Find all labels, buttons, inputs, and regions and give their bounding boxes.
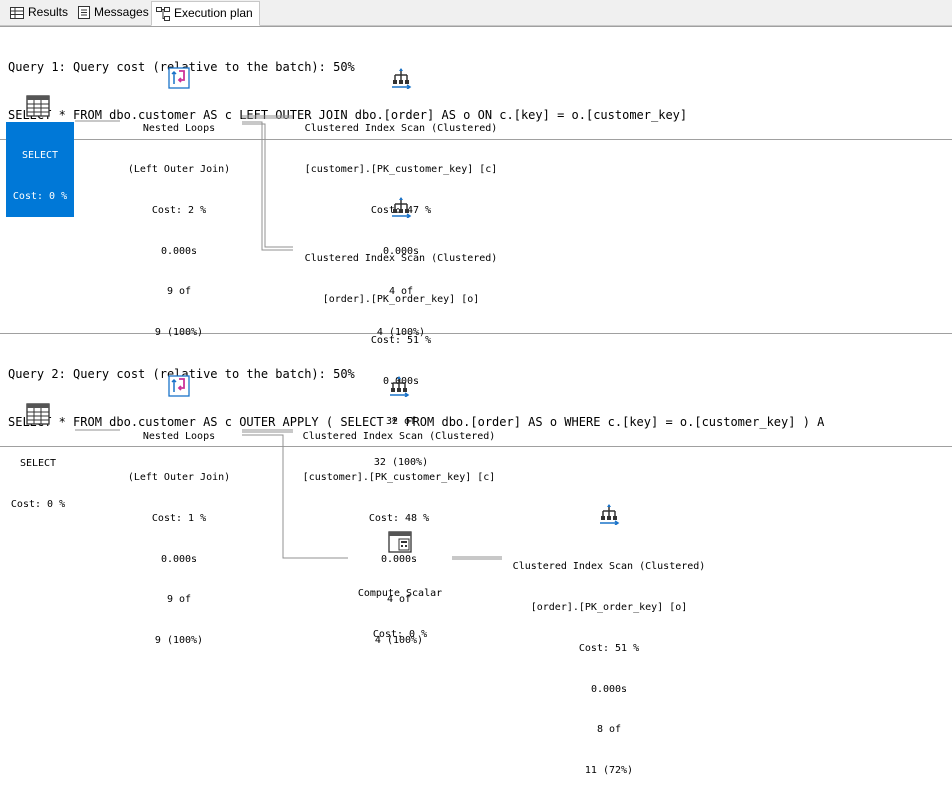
q1-so-time: 0.000s <box>382 375 420 387</box>
q2-select-label[interactable]: SELECT Cost: 0 % <box>6 430 70 525</box>
q1-nested-loops-label: Nested Loops (Left Outer Join) Cost: 2 %… <box>115 95 243 353</box>
plan-connector-lines <box>75 115 502 560</box>
q2-scan-customer-node[interactable] <box>388 375 410 401</box>
q2-sc-title: Clustered Index Scan (Clustered) <box>302 431 496 443</box>
tab-execution-plan[interactable]: Execution plan <box>151 1 260 26</box>
results-grid-icon <box>10 6 24 19</box>
q2-sc-rows-actual: 4 of <box>386 594 412 606</box>
tab-execution-plan-label: Execution plan <box>174 6 253 20</box>
select-table-icon <box>26 403 50 425</box>
tab-results-label: Results <box>28 5 69 19</box>
q1-sc-time: 0.000s <box>382 245 420 257</box>
q1-scan-order-node[interactable] <box>390 196 412 222</box>
q1-sc-object: [customer].[PK_customer_key] [c] <box>304 163 498 175</box>
q2-nl-cost: Cost: 1 % <box>151 512 207 524</box>
q2-compute-scalar-node[interactable] <box>388 531 412 557</box>
q2-nl-subtitle: (Left Outer Join) <box>127 471 231 483</box>
q1-nl-rows-estimated: 9 (100%) <box>154 327 204 339</box>
q2-so-rows-actual: 8 of <box>596 724 622 736</box>
q2-so-rows-estimated: 11 (72%) <box>584 765 634 777</box>
q1-scan-customer-node[interactable] <box>390 67 412 93</box>
q1-nested-loops-node[interactable] <box>168 67 190 93</box>
clustered-index-scan-icon <box>392 197 412 219</box>
q2-nl-title: Nested Loops <box>142 431 216 443</box>
compute-scalar-icon <box>388 531 412 553</box>
clustered-index-scan-icon <box>390 376 410 398</box>
q2-sc-cost: Cost: 48 % <box>368 512 430 524</box>
q2-select-title: SELECT <box>19 458 57 470</box>
q2-so-title: Clustered Index Scan (Clustered) <box>512 561 706 573</box>
q1-so-rows-estimated: 32 (100%) <box>373 457 429 469</box>
q2-scan-order-node[interactable] <box>598 503 620 529</box>
q2-nl-rows-actual: 9 of <box>166 594 192 606</box>
q1-nl-time: 0.000s <box>160 245 198 257</box>
results-tab-bar: Results Messages Execution plan <box>0 0 952 26</box>
q1-select-node[interactable] <box>26 95 50 121</box>
q2-sc-time: 0.000s <box>380 553 418 565</box>
q2-nested-loops-node[interactable] <box>168 375 190 401</box>
q1-nl-rows-actual: 9 of <box>166 286 192 298</box>
q2-select-node[interactable] <box>26 403 50 429</box>
tab-messages-label: Messages <box>94 5 149 19</box>
q2-nested-loops-label: Nested Loops (Left Outer Join) Cost: 1 %… <box>115 403 243 661</box>
q1-so-title: Clustered Index Scan (Clustered) <box>304 253 498 265</box>
q1-nl-title: Nested Loops <box>142 123 216 135</box>
clustered-index-scan-icon <box>600 504 620 526</box>
query2-sql-text: SELECT * FROM dbo.customer AS c OUTER AP… <box>8 415 825 429</box>
q1-join-order-arrow <box>242 121 293 251</box>
q1-sc-cost: Cost: 47 % <box>370 204 432 216</box>
q2-select-cost: Cost: 0 % <box>10 498 66 510</box>
q1-so-cost: Cost: 51 % <box>370 334 432 346</box>
q2-cs-title: Compute Scalar <box>357 588 443 600</box>
q2-join-compute-arrow <box>242 434 348 559</box>
q1-select-cost: Cost: 0 % <box>12 190 68 202</box>
q2-cs-cost: Cost: 0 % <box>372 628 428 640</box>
q1-sc-title: Clustered Index Scan (Clustered) <box>304 123 498 135</box>
q2-nl-rows-estimated: 9 (100%) <box>154 635 204 647</box>
select-table-icon <box>26 95 50 117</box>
q2-compute-scalar-label: Compute Scalar Cost: 0 % <box>344 560 456 655</box>
nested-loops-icon <box>168 375 190 397</box>
q1-scan-order-label: Clustered Index Scan (Clustered) [order]… <box>290 225 512 483</box>
q1-so-rows-actual: 32 of <box>385 416 417 428</box>
q1-select-title: SELECT <box>21 150 59 162</box>
execution-plan-icon <box>156 6 170 21</box>
q2-so-cost: Cost: 51 % <box>578 642 640 654</box>
q1-select-label[interactable]: SELECT Cost: 0 % <box>6 122 74 218</box>
q2-so-time: 0.000s <box>590 683 628 695</box>
nested-loops-icon <box>168 67 190 89</box>
q1-so-object: [order].[PK_order_key] [o] <box>322 293 480 305</box>
q2-scan-order-label: Clustered Index Scan (Clustered) [order]… <box>498 533 720 791</box>
q1-nl-subtitle: (Left Outer Join) <box>127 163 231 175</box>
clustered-index-scan-icon <box>392 68 412 90</box>
q1-sc-rows-actual: 4 of <box>388 286 414 298</box>
messages-icon <box>78 6 90 19</box>
q2-so-object: [order].[PK_order_key] [o] <box>530 601 688 613</box>
q1-sc-rows-estimated: 4 (100%) <box>376 327 426 339</box>
tab-messages[interactable]: Messages <box>74 2 155 23</box>
tab-results[interactable]: Results <box>6 2 74 23</box>
q2-sc-object: [customer].[PK_customer_key] [c] <box>302 471 496 483</box>
q1-nl-cost: Cost: 2 % <box>151 204 207 216</box>
q2-nl-time: 0.000s <box>160 553 198 565</box>
q1-scan-customer-label: Clustered Index Scan (Clustered) [custom… <box>290 95 512 353</box>
